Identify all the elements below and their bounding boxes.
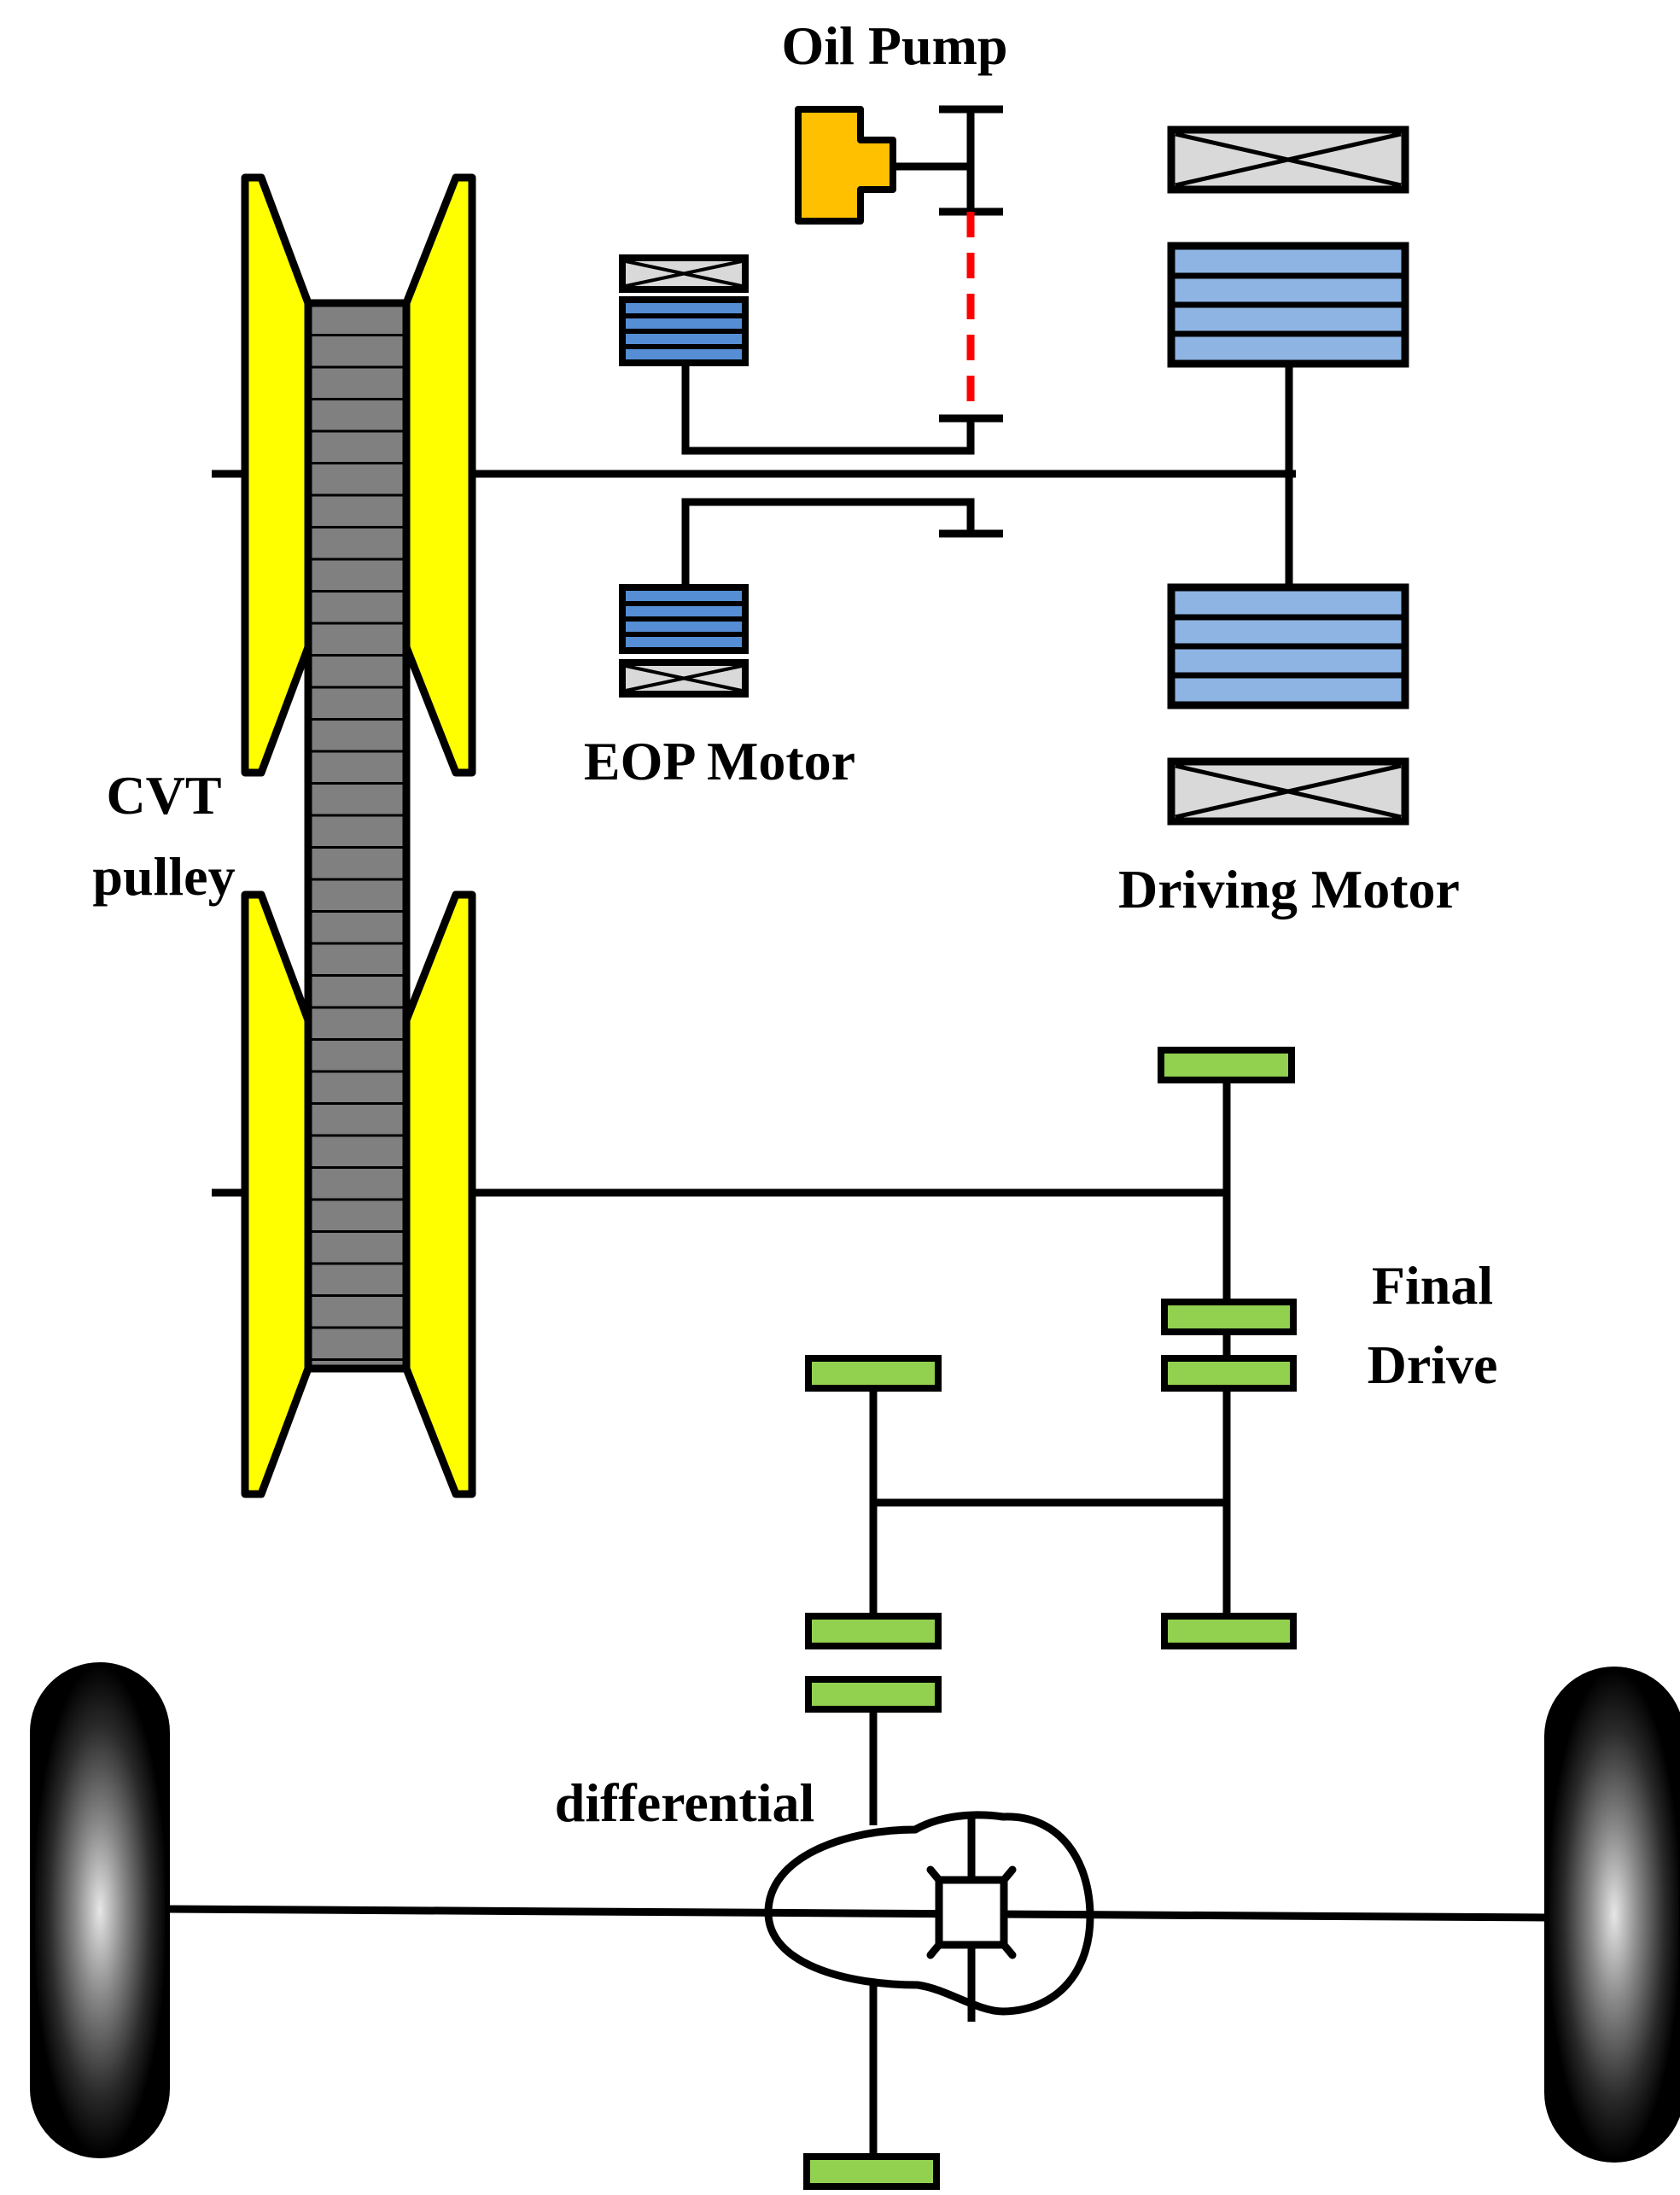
- driving-motor: [1167, 126, 1409, 826]
- cvt-pulley-primary: [241, 173, 476, 777]
- final-drive-gear: [805, 1613, 942, 1649]
- oil-pump: [795, 105, 1003, 418]
- final-drive-gear: [805, 1676, 942, 1713]
- differential-spider-arm: [1000, 1941, 1017, 1959]
- eop-bearing-bottom-cross-b: [625, 664, 743, 692]
- final-drive: [805, 1047, 1297, 1825]
- pulley-sheave-right-primary: [402, 173, 476, 777]
- final-drive-gear: [1161, 1355, 1297, 1392]
- final-drive-gear: [805, 1355, 942, 1392]
- driving-motor-label: Driving Motor: [1118, 859, 1460, 919]
- driving-motor-bearing-bottom-cross-b: [1175, 763, 1402, 820]
- cvt-label-line2: pulley: [92, 846, 235, 907]
- left-wheel: [30, 1662, 170, 2158]
- belt-segments: [310, 334, 405, 1361]
- oil-pump-label: Oil Pump: [782, 15, 1008, 76]
- differential-output-gear: [803, 2153, 940, 2190]
- right-wheel: [1544, 1667, 1680, 2163]
- pulley-sheave-right-secondary: [402, 890, 476, 1498]
- belt-body: [304, 299, 411, 1373]
- cvt-label-line1: CVT: [106, 765, 221, 826]
- driving-motor-bearing-top-cross-b: [1175, 131, 1402, 188]
- rear-axle: [166, 1905, 1548, 1922]
- eop-bearing-top-cross-b: [625, 260, 743, 288]
- final-drive-label-line1: Final: [1372, 1255, 1493, 1316]
- eop-motor: [619, 254, 1003, 698]
- differential-spider-arm: [926, 1941, 943, 1959]
- differential-spider-arm: [926, 1865, 943, 1884]
- differential: [166, 1811, 1548, 2190]
- differential-spider-gear: [935, 1876, 1008, 1949]
- cvt-belt: [304, 299, 411, 1373]
- final-drive-label-line2: Drive: [1368, 1334, 1498, 1395]
- final-drive-gear: [1161, 1613, 1297, 1649]
- differential-spider-arm: [1000, 1865, 1017, 1884]
- pulley-sheave-left-primary: [241, 173, 312, 777]
- eop-motor-label: EOP Motor: [584, 731, 855, 791]
- final-drive-gear: [1158, 1047, 1295, 1083]
- differential-label: differential: [555, 1772, 815, 1833]
- pulley-sheave-left-secondary: [241, 890, 312, 1498]
- final-drive-gear: [1161, 1299, 1297, 1335]
- eop-rotor-link-bottom: [681, 498, 975, 587]
- eop-rotor-link-top: [681, 363, 975, 455]
- oil-pump-body: [795, 106, 896, 225]
